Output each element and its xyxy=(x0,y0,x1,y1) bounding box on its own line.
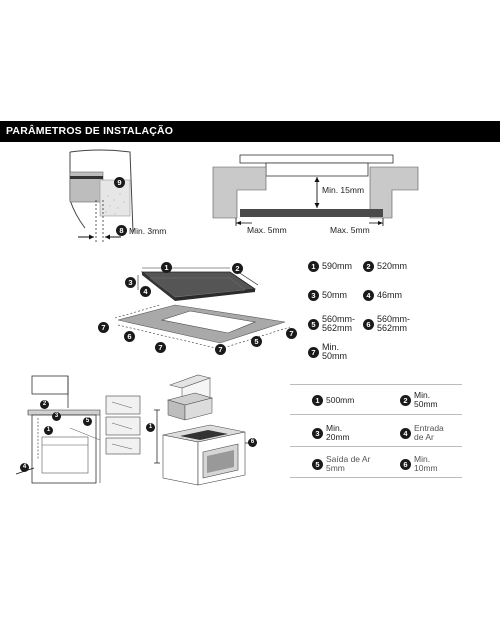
spec-line2: 10mm xyxy=(414,463,438,473)
cab-badge-2: 2 xyxy=(40,400,49,409)
spec-line2: 5mm xyxy=(326,463,345,473)
section-title: PARÂMETROS DE INSTALAÇÃO xyxy=(6,125,174,137)
spec-badge: 2 xyxy=(400,394,411,406)
spec-value: 46mm xyxy=(377,290,403,300)
cab-badge-1: 1 xyxy=(44,426,53,435)
spec-top-6: 6 560mm-562mm xyxy=(363,315,410,333)
spec-badge: 6 xyxy=(400,458,411,470)
max-right-label: Max. 5mm xyxy=(330,225,370,235)
section-header: PARÂMETROS DE INSTALAÇÃO xyxy=(0,121,500,142)
spec-value: Min.10mm xyxy=(414,455,438,473)
spec-line2: 562mm xyxy=(377,323,408,333)
spec-badge: 1 xyxy=(308,261,319,272)
spec-line1: Min. xyxy=(326,423,343,433)
spec-line2: 50mm xyxy=(414,399,438,409)
spec-bottom-3: 3 Min.20mm xyxy=(312,424,350,442)
spec-value: 50mm xyxy=(322,290,348,300)
spec-top-5: 5 560mm-562mm xyxy=(308,315,355,333)
table-rule xyxy=(290,477,462,478)
spec-line2: 562mm xyxy=(322,323,353,333)
cab-badge-1b: 1 xyxy=(146,423,155,432)
spec-value: 560mm-562mm xyxy=(322,315,355,333)
spec-value: 520mm xyxy=(377,261,408,271)
spec-badge: 4 xyxy=(400,427,411,439)
spec-value: Min.20mm xyxy=(326,424,350,442)
table-rule xyxy=(290,446,462,447)
hob-badge-1: 1 xyxy=(161,262,172,273)
cab-badge-5: 5 xyxy=(83,417,92,426)
hob-badge-7b: 7 xyxy=(155,342,166,353)
spec-line1: Min. xyxy=(414,454,431,464)
spec-bottom-6: 6 Min.10mm xyxy=(400,455,438,473)
spec-top-3: 3 50mm xyxy=(308,290,347,301)
spec-top-1: 1 590mm xyxy=(308,261,352,272)
spec-bottom-2: 2 Min.50mm xyxy=(400,391,438,409)
spec-line1: Min. xyxy=(414,390,431,400)
spec-badge: 3 xyxy=(312,427,323,439)
cab-badge-3: 3 xyxy=(52,412,61,421)
badge-9: 9 xyxy=(114,177,125,188)
table-rule xyxy=(290,384,462,385)
spec-badge: 1 xyxy=(312,395,323,406)
hob-badge-6: 6 xyxy=(124,331,135,342)
spec-line2: 50mm xyxy=(322,351,348,361)
hob-badge-2: 2 xyxy=(232,263,243,274)
spec-line1: 560mm- xyxy=(322,314,356,324)
spec-badge: 5 xyxy=(312,458,323,470)
spec-badge: 5 xyxy=(308,318,319,330)
spec-badge: 3 xyxy=(308,290,319,301)
spec-badge: 2 xyxy=(363,261,374,272)
spec-badge: 6 xyxy=(363,318,374,330)
spec-line1: 560mm- xyxy=(377,314,411,324)
hob-badge-4: 4 xyxy=(140,286,151,297)
badge-8: 8 xyxy=(116,225,127,236)
spec-line1: Entrada xyxy=(414,423,444,433)
spec-top-7: 7 Min.50mm xyxy=(308,343,347,361)
spec-line1: Min. xyxy=(322,342,340,352)
spec-line1: Saída de Ar xyxy=(326,454,371,464)
spec-value: 590mm xyxy=(322,261,353,271)
min-height-label: Min. 15mm xyxy=(322,185,365,195)
hob-badge-5: 5 xyxy=(251,336,262,347)
spec-value: 560mm-562mm xyxy=(377,315,410,333)
spec-top-4: 4 46mm xyxy=(363,290,402,301)
spec-badge: 7 xyxy=(308,346,319,358)
spec-bottom-1: 1 500mm xyxy=(312,395,354,406)
min-gap-label: Min. 3mm xyxy=(129,226,167,236)
spec-top-2: 2 520mm xyxy=(363,261,407,272)
spec-line2: 20mm xyxy=(326,432,350,442)
spec-badge: 4 xyxy=(363,290,374,301)
spec-value: Min.50mm xyxy=(322,343,347,361)
hob-badge-7c: 7 xyxy=(215,344,226,355)
hob-badge-7d: 7 xyxy=(286,328,297,339)
cab-badge-6: 6 xyxy=(248,438,257,447)
max-left-label: Max. 5mm xyxy=(247,225,287,235)
spec-value: 500mm xyxy=(326,395,355,405)
hob-badge-7a: 7 xyxy=(98,322,109,333)
hob-badge-3: 3 xyxy=(125,277,136,288)
spec-value: Min.50mm xyxy=(414,391,438,409)
table-rule xyxy=(290,414,462,415)
cab-badge-4: 4 xyxy=(20,463,29,472)
spec-line2: de Ar xyxy=(414,432,434,442)
